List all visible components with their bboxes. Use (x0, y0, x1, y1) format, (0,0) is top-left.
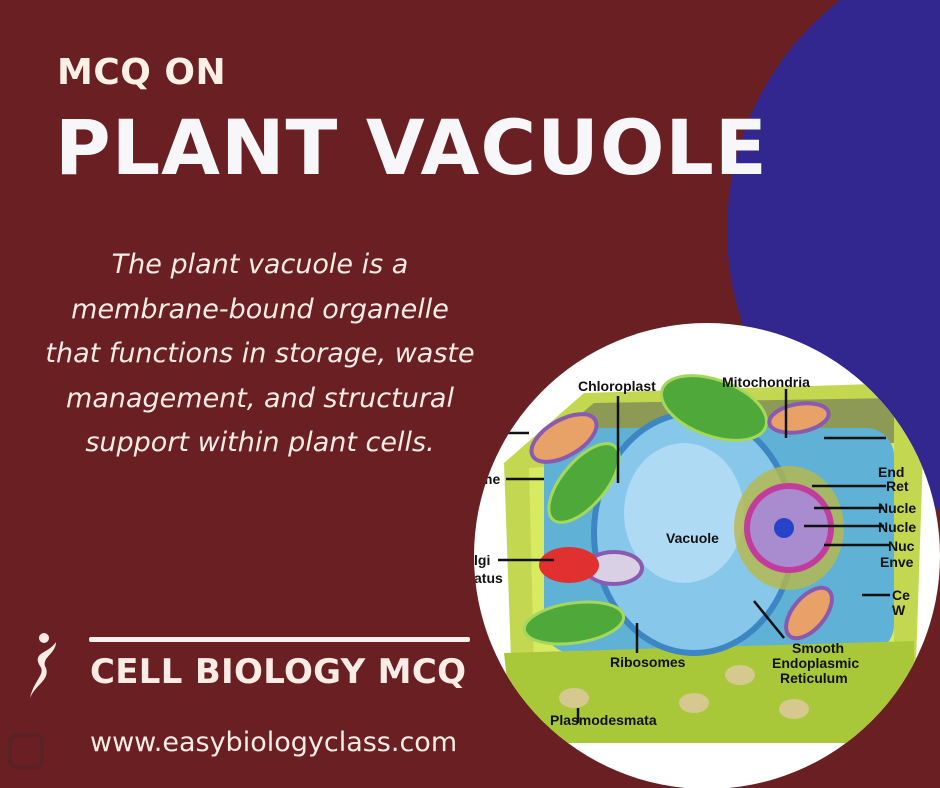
label-golgi-line2: atus (474, 570, 503, 586)
faded-square-icon (8, 733, 44, 769)
label-plasmodesmata: Plasmodesmata (550, 712, 657, 728)
plant-cell-diagram: Chloroplast Mitochondria Vacuole Ribosom… (474, 323, 940, 788)
page-title: PLANT VACUOLE (55, 103, 768, 192)
description-text: The plant vacuole is a membrane-bound or… (45, 249, 475, 458)
website-url[interactable]: www.easybiologyclass.com (90, 727, 458, 758)
footer-divider (89, 637, 470, 642)
label-mitochondria: Mitochondria (722, 374, 810, 390)
brand-name: CELL BIOLOGY MCQ (90, 652, 467, 692)
label-ribosomes: Ribosomes (610, 654, 686, 670)
label-cell-wall-line1: Ce (892, 587, 910, 603)
label-cell-wall-line2: W (892, 602, 906, 618)
label-nuclear-envelope-line1: Nuc (888, 538, 915, 554)
label-vacuole: Vacuole (666, 530, 719, 546)
label-smooth-er-line2: Endoplasmic (772, 655, 859, 671)
label-rough-er-line2: Ret (886, 478, 909, 494)
label-rough-er-line1: End (878, 464, 904, 480)
dna-figure-logo-icon (26, 630, 76, 702)
label-chloroplast: Chloroplast (578, 378, 656, 394)
label-peroxisome: me (480, 471, 500, 487)
kicker-heading: MCQ ON (57, 52, 227, 93)
label-nucleolus: Nucle (878, 519, 916, 535)
label-smooth-er-line3: Reticulum (780, 670, 848, 686)
label-nucleus: Nucle (878, 500, 916, 516)
label-nuclear-envelope-line2: Enve (880, 554, 914, 570)
label-golgi-line1: lgi (474, 552, 490, 568)
label-smooth-er-line1: Smooth (792, 640, 844, 656)
